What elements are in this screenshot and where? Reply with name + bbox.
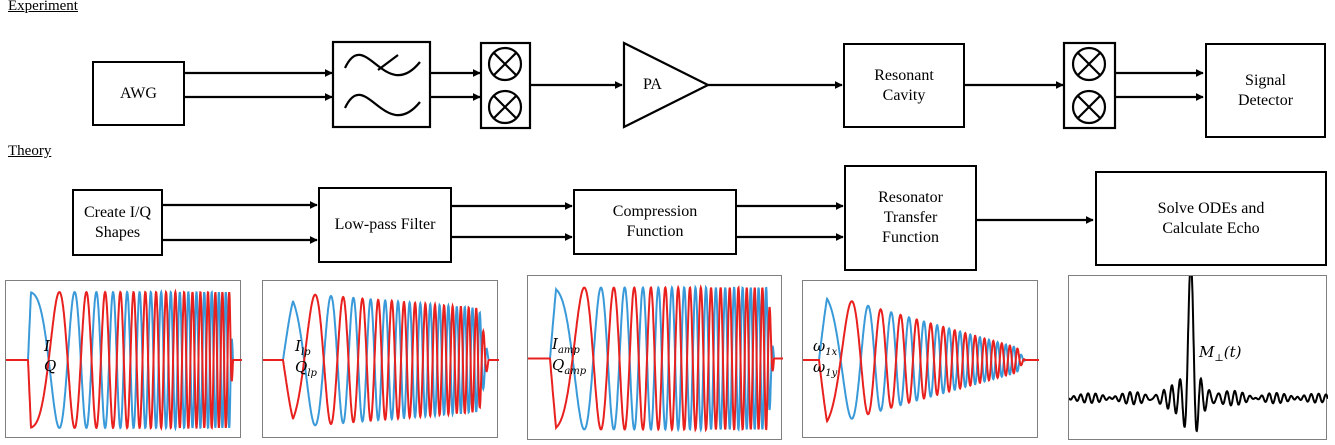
plot-echo: M⊥(t) [1068,275,1328,440]
plot-resonator-label-wx: ω1x [813,337,838,358]
plot-echo-curve [1069,276,1328,433]
q-channel-trace [528,284,783,433]
plot-lowpass-label-i: Ilp [295,337,311,358]
plot-compression: Iamp Qamp [527,275,783,440]
compression-function-box: Compression Function [573,189,737,255]
signal-detector-box: Signal Detector [1205,43,1326,138]
awg-box: AWG [92,61,185,126]
plot-compression-label-i: Iamp [552,335,580,356]
plot-iq-shapes: I Q [5,280,242,438]
experiment-section-label: Experiment [8,0,78,14]
plot-compression-label-q: Qamp [552,356,587,377]
pa-amplifier-symbol [622,41,711,129]
pa-label: PA [643,76,662,93]
plot-iq-label-i: I [44,337,50,355]
plot-echo-label: M⊥(t) [1199,343,1242,364]
plot-compression-curves [528,284,783,433]
q-channel-trace [263,293,499,426]
iq-mixer-1 [479,41,532,130]
filter-symbol [331,40,432,129]
plot-resonator: ω1x ω1y [802,280,1039,438]
iq-mixer-2 [1062,41,1117,130]
q-channel-trace [803,300,1039,424]
plot-lowpass-curves [263,293,499,427]
plot-iq-label-q: Q [44,357,57,375]
echo-trace [1069,276,1328,433]
resonant-cavity-box: Resonant Cavity [843,43,965,128]
low-pass-filter-box: Low-pass Filter [318,187,452,263]
create-iq-shapes-box: Create I/Q Shapes [72,189,163,256]
resonator-transfer-function-box: Resonator Transfer Function [844,165,977,271]
plot-iq-shapes-curves [6,288,242,432]
plot-lowpass: Ilp Qlp [262,280,499,438]
solve-odes-box: Solve ODEs and Calculate Echo [1095,171,1327,266]
plot-resonator-label-wy: ω1y [813,358,838,379]
q-channel-trace [6,288,242,431]
i-channel-trace [263,294,499,427]
plot-resonator-curves [803,296,1039,424]
theory-section-label: Theory [8,143,52,159]
plot-lowpass-label-q: Qlp [295,358,317,379]
